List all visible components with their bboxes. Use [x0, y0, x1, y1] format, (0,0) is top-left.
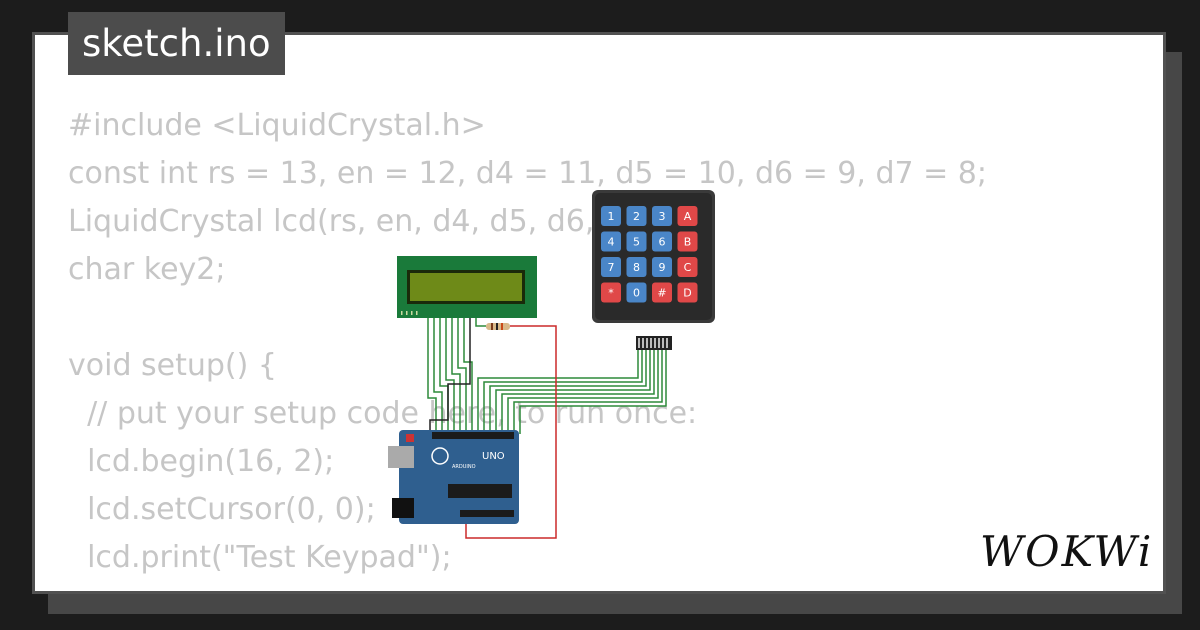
keypad-key-label: 4: [608, 236, 615, 249]
keypad-key[interactable]: 4: [601, 231, 621, 252]
keypad-key-label: 3: [659, 210, 666, 223]
keypad-key[interactable]: D: [677, 282, 698, 303]
keypad-key[interactable]: C: [677, 257, 698, 277]
code-line: LiquidCrystal lcd(rs, en, d4, d5, d6,: [68, 204, 595, 239]
keypad-key[interactable]: 9: [652, 257, 672, 277]
keypad-key-label: 7: [608, 261, 615, 274]
keypad-key[interactable]: 5: [626, 231, 647, 252]
keypad-key[interactable]: 6: [652, 231, 672, 252]
code-line: lcd.print("Test Keypad");: [68, 540, 452, 575]
keypad-keys: 1 2 3 A 4 5 6 B 7 8 9 C * 0 # D: [601, 206, 698, 303]
keypad-key-label: 2: [633, 210, 640, 223]
file-tab[interactable]: sketch.ino: [68, 12, 285, 75]
arduino-brand-label: ARDUINO: [452, 464, 476, 470]
code-line: lcd.setCursor(0, 0);: [68, 492, 376, 527]
keypad-key[interactable]: A: [677, 206, 698, 226]
keypad-key-label: 1: [608, 210, 615, 223]
resistor: [486, 323, 510, 330]
keypad-key-label: 9: [659, 261, 666, 274]
keypad-key[interactable]: *: [601, 282, 621, 303]
keypad-key-label: 6: [659, 236, 666, 249]
arduino-model-label: UNO: [482, 451, 505, 462]
keypad-key-label: B: [684, 236, 692, 249]
keypad-key-label: 0: [633, 287, 640, 300]
keypad-key-label: #: [657, 287, 666, 300]
keypad-key[interactable]: 3: [652, 206, 672, 226]
keypad-key[interactable]: 8: [626, 257, 647, 277]
keypad-key-label: A: [684, 210, 692, 223]
code-line: void setup() {: [68, 348, 277, 383]
wokwi-logo: WOKWi: [980, 527, 1154, 576]
keypad-key[interactable]: 0: [626, 282, 647, 303]
keypad-key[interactable]: 7: [601, 257, 621, 277]
keypad-key-label: *: [608, 287, 614, 300]
code-line: const int rs = 13, en = 12, d4 = 11, d5 …: [68, 156, 987, 191]
lcd-display[interactable]: [397, 256, 537, 318]
keypad-key[interactable]: B: [677, 231, 698, 252]
keypad-key-label: D: [683, 287, 691, 300]
keypad-key-label: 8: [633, 261, 640, 274]
keypad-key[interactable]: #: [652, 282, 672, 303]
code-preview: #include <LiquidCrystal.h> const int rs =…: [68, 102, 1128, 582]
keypad-key-label: 5: [633, 236, 640, 249]
wires: [427, 316, 667, 539]
arduino-uno[interactable]: UNO ARDUINO: [388, 430, 519, 524]
code-line: lcd.begin(16, 2);: [68, 444, 335, 479]
code-line: char key2;: [68, 252, 226, 287]
keypad[interactable]: 1 2 3 A 4 5 6 B 7 8 9 C * 0 # D: [592, 190, 715, 350]
keypad-key-label: C: [684, 261, 692, 274]
keypad-key[interactable]: 2: [626, 206, 647, 226]
code-line: #include <LiquidCrystal.h>: [68, 108, 486, 143]
keypad-key[interactable]: 1: [601, 206, 621, 226]
